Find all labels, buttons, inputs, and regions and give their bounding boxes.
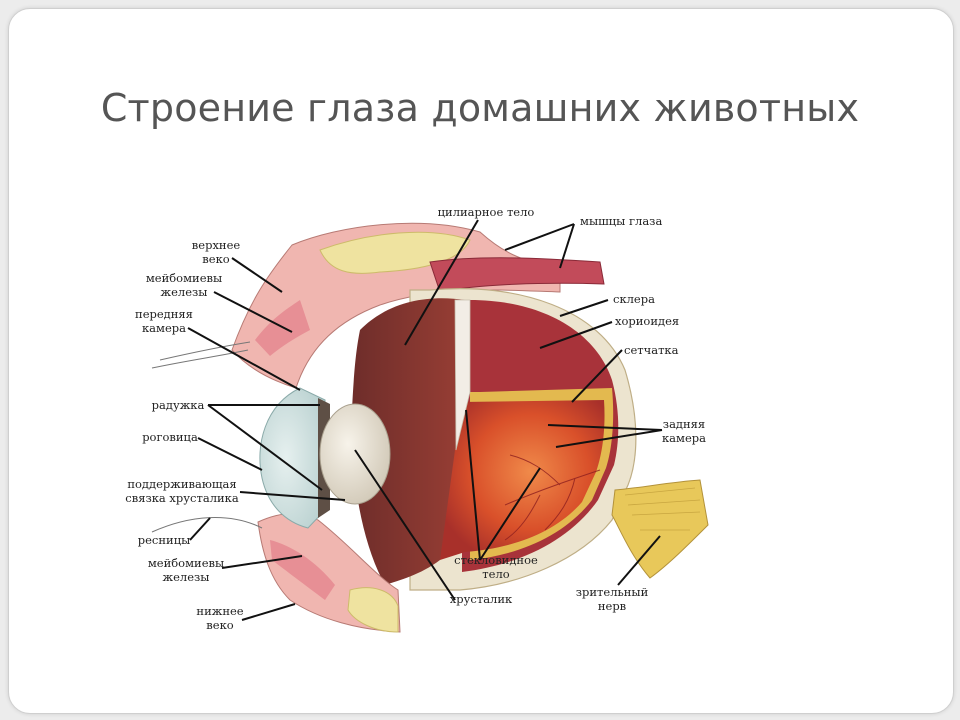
label-iris: радужка <box>152 398 205 412</box>
cornea-shape <box>259 387 326 529</box>
label-meibomian-bottom-2: железы <box>163 570 210 584</box>
label-upper-lid-2: веко <box>202 252 229 266</box>
upper-lashes-2 <box>159 341 251 361</box>
label-ligament-1: поддерживающая <box>127 477 236 491</box>
label-meibomian-bottom-1: мейбомиевы <box>148 556 224 570</box>
ciliary-body <box>351 298 470 585</box>
label-choroid: хориоидея <box>615 314 679 328</box>
label-posterior-chamber-1: задняя <box>663 417 705 431</box>
label-lower-lid-2: веко <box>206 618 233 632</box>
label-ligament-2: связка хрусталика <box>125 491 239 505</box>
label-meibomian-top-1: мейбомиевы <box>146 271 222 285</box>
lower-lashes <box>151 516 263 533</box>
label-ciliary-body: цилиарное тело <box>438 205 535 219</box>
label-lens: хрусталик <box>450 592 513 606</box>
slide-title: Строение глаза домашних животных <box>100 86 860 130</box>
upper-lashes <box>151 349 249 369</box>
label-eye-muscles: мышцы глаза <box>580 214 662 228</box>
label-sclera: склера <box>613 292 655 306</box>
lower-fat <box>347 587 399 633</box>
label-eyelashes: ресницы <box>138 533 191 547</box>
label-anterior-chamber-1: передняя <box>135 307 193 321</box>
lens-shape <box>319 403 391 505</box>
label-posterior-chamber-2: камера <box>662 431 706 445</box>
label-retina: сетчатка <box>624 343 679 357</box>
label-anterior-chamber-2: камера <box>142 321 186 335</box>
retina-vessels <box>504 454 601 541</box>
cut-plane <box>454 299 471 451</box>
label-vitreous-1: стекловидное <box>454 553 538 567</box>
label-optic-nerve-2: нерв <box>598 599 626 613</box>
label-vitreous-2: тело <box>482 567 509 581</box>
label-optic-nerve-1: зрительный <box>576 585 649 599</box>
label-lower-lid-1: нижнее <box>196 604 243 618</box>
nerve-fibers <box>624 487 701 531</box>
lower-glands <box>270 540 335 600</box>
vitreous-body <box>440 400 605 560</box>
label-upper-lid-1: верхнее <box>192 238 241 252</box>
label-cornea: роговица <box>142 430 198 444</box>
leader-lines <box>187 219 663 621</box>
label-meibomian-top-2: железы <box>161 285 208 299</box>
